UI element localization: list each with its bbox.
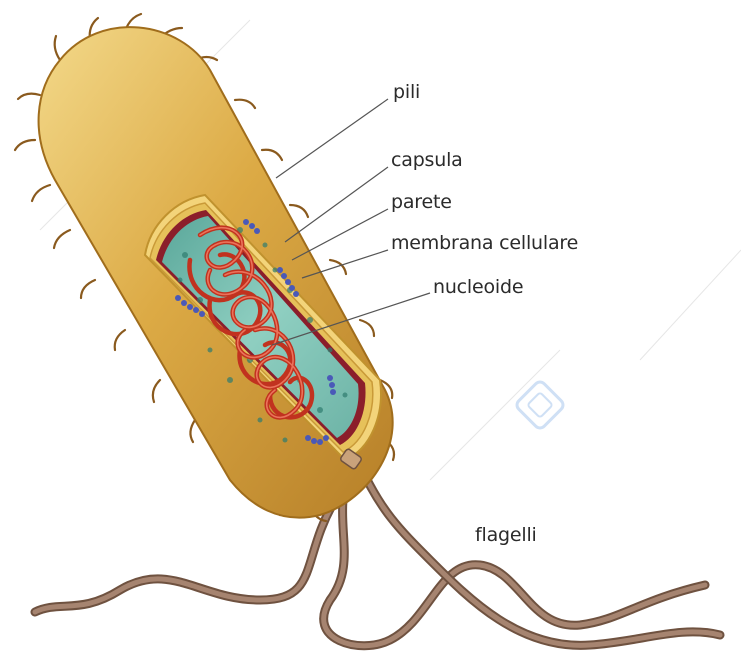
label-nucleoide: nucleoide <box>433 278 523 297</box>
leader-capsula <box>285 167 388 242</box>
label-pili: pili <box>393 83 420 102</box>
label-membrana-cellulare: membrana cellulare <box>391 234 578 253</box>
label-parete: parete <box>391 193 452 212</box>
label-flagelli: flagelli <box>475 526 537 545</box>
leader-pili <box>276 99 388 178</box>
leader-parete <box>292 209 388 260</box>
flagella <box>35 465 720 646</box>
label-capsula: capsula <box>391 151 463 170</box>
